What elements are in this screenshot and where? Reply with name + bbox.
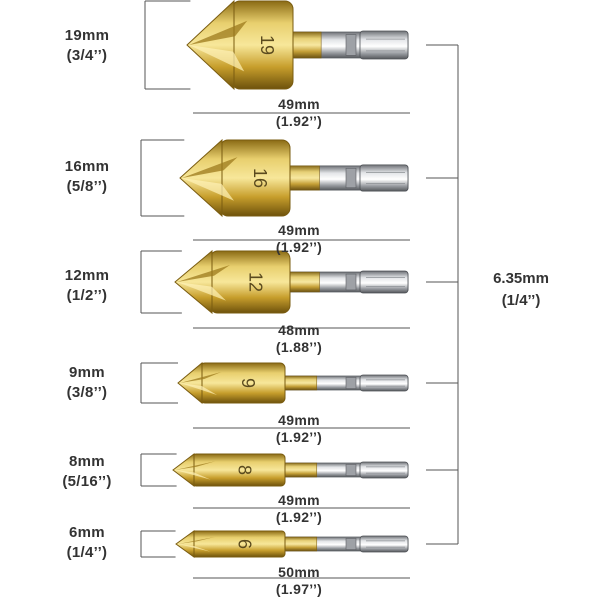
length-in: (1.92’’) <box>275 113 323 129</box>
hex-end-16 <box>359 164 409 192</box>
flute-8 <box>175 461 216 470</box>
cone-tip-8 <box>172 452 195 488</box>
length-mm: 50mm <box>278 564 320 580</box>
flute-12 <box>177 282 226 301</box>
shank-collar-19 <box>290 31 322 59</box>
length-in: (1.88’’) <box>275 339 323 355</box>
diameter-mm: 8mm <box>69 453 105 470</box>
flute-9 <box>180 383 217 395</box>
cone-tip-19 <box>186 0 235 91</box>
diameter-mm: 19mm <box>64 27 110 44</box>
length-label-9: 49mm (1.92’’) <box>244 412 354 446</box>
diameter-mm: 9mm <box>69 364 105 381</box>
bit-size-engraving-12: 12 <box>245 272 265 292</box>
shank-size-label: 6.35mm (1/4’’) <box>462 268 580 312</box>
flute-19 <box>189 45 245 72</box>
diameter-label-9: 9mm (3/8’’) <box>42 363 132 403</box>
hex-end-8 <box>359 461 409 479</box>
shank-groove-16 <box>345 167 357 189</box>
diameter-in: (3/8’’) <box>66 384 108 401</box>
shank-mm: 6.35mm <box>493 270 549 287</box>
diameter-mm: 6mm <box>69 524 105 541</box>
length-in: (1.92’’) <box>275 429 323 445</box>
bit-size-engraving-8: 8 <box>234 465 254 475</box>
shank-collar-9 <box>282 375 318 391</box>
cone-tip-12 <box>174 249 213 315</box>
diameter-in: (3/4’’) <box>66 47 108 64</box>
diameter-label-8: 8mm (5/16’’) <box>42 452 132 492</box>
length-mm: 49mm <box>278 222 320 238</box>
diameter-in: (5/16’’) <box>62 473 112 490</box>
shank-groove-19 <box>345 34 357 56</box>
bit-size-engraving-19: 19 <box>257 35 277 55</box>
length-label-12: 48mm (1.88’’) <box>244 322 354 356</box>
shank-groove-12 <box>345 273 357 291</box>
length-in: (1.92’’) <box>275 239 323 255</box>
shank-collar-8 <box>282 462 318 478</box>
cone-tip-16 <box>179 138 223 218</box>
diameter-label-16: 16mm (5/8’’) <box>42 157 132 197</box>
flute-16 <box>182 157 238 178</box>
hex-end-12 <box>359 270 409 294</box>
length-in: (1.97’’) <box>275 581 323 597</box>
flute-12 <box>177 264 230 282</box>
diameter-in: (1/4’’) <box>66 544 108 561</box>
diameter-label-6: 6mm (1/4’’) <box>42 523 132 563</box>
length-in: (1.92’’) <box>275 509 323 525</box>
bit-size-engraving-9: 9 <box>238 378 258 388</box>
shank-in: (1/4’’) <box>501 292 541 309</box>
shank-collar-6 <box>282 536 318 552</box>
flute-6 <box>178 536 216 544</box>
length-label-6: 50mm (1.97’’) <box>244 564 354 598</box>
diameter-mm: 12mm <box>64 267 110 284</box>
length-mm: 48mm <box>278 322 320 338</box>
bit-size-engraving-16: 16 <box>250 168 270 188</box>
diameter-label-19: 19mm (3/4’’) <box>42 26 132 66</box>
shank-collar-12 <box>287 271 320 293</box>
shank-groove-9 <box>345 377 357 389</box>
shank-groove-8 <box>345 464 357 476</box>
length-label-16: 49mm (1.92’’) <box>244 222 354 256</box>
length-label-19: 49mm (1.92’’) <box>244 96 354 130</box>
flute-8 <box>175 470 211 480</box>
shank-collar-16 <box>287 165 320 191</box>
diameter-label-12: 12mm (1/2’’) <box>42 266 132 306</box>
flute-19 <box>189 20 248 45</box>
length-label-8: 49mm (1.92’’) <box>244 492 354 526</box>
length-mm: 49mm <box>278 96 320 112</box>
cone-tip-9 <box>177 361 203 405</box>
length-mm: 49mm <box>278 412 320 428</box>
hex-end-19 <box>359 30 409 60</box>
cone-tip-6 <box>175 530 195 558</box>
hex-end-9 <box>359 374 409 392</box>
length-mm: 49mm <box>278 492 320 508</box>
flute-6 <box>178 544 211 552</box>
hex-end-6 <box>359 535 409 553</box>
diameter-in: (1/2’’) <box>66 287 108 304</box>
flute-16 <box>182 178 234 201</box>
diameter-mm: 16mm <box>64 158 110 175</box>
bit-size-engraving-6: 6 <box>234 539 254 549</box>
shank-groove-6 <box>345 538 357 550</box>
flute-9 <box>180 372 222 383</box>
diameter-in: (5/8’’) <box>66 178 108 195</box>
